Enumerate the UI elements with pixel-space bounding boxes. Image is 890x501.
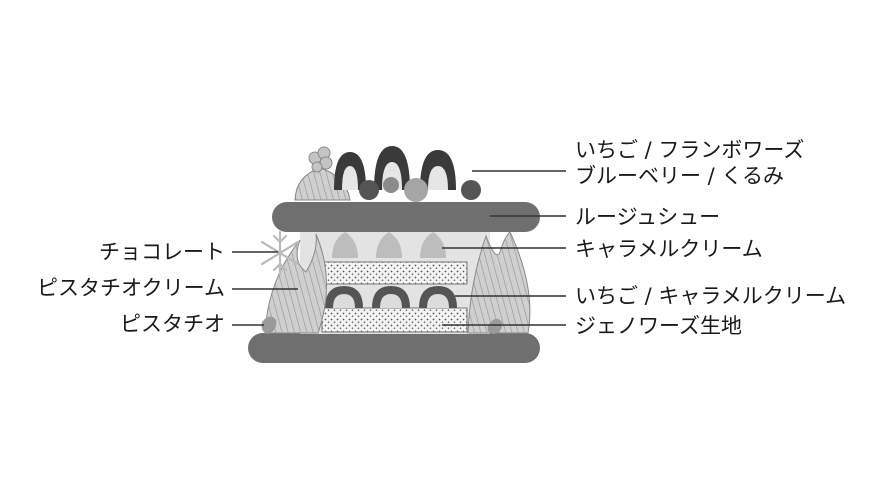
walnut — [404, 178, 428, 202]
caramel-cream-drops — [332, 232, 446, 258]
pistachio-nut-right — [487, 318, 503, 334]
genoise-layer-lower — [321, 307, 468, 333]
label-chocolate: チョコレート — [99, 240, 225, 264]
pistachio-cream-right — [467, 231, 531, 334]
genoise-layer-upper — [321, 261, 468, 285]
blueberries — [359, 180, 481, 200]
pistachio-nut-left — [261, 316, 277, 334]
label-rouge-choux: ルージュシュー — [575, 205, 721, 229]
chocolate-snowflake — [260, 230, 300, 276]
leader-lines — [232, 170, 566, 326]
label-caramel-cream: キャラメルクリーム — [575, 237, 763, 261]
label-blueberry-walnut: ブルーベリー / くるみ — [575, 164, 785, 188]
label-strawberry-caramel-cream: いちご / キャラメルクリーム — [575, 284, 847, 308]
inner-strawberries — [325, 286, 457, 308]
bottom-choux-layer — [248, 333, 540, 363]
strawberry-slice-top — [383, 177, 399, 193]
raspberry-top — [308, 146, 333, 173]
label-genoise: ジェノワーズ生地 — [575, 314, 742, 338]
rouge-choux-layer — [272, 202, 540, 232]
label-pistachio-cream: ピスタチオクリーム — [37, 276, 225, 300]
label-strawberry-raspberry: いちご / フランボワーズ — [575, 138, 805, 162]
label-pistachio: ピスタチオ — [120, 312, 225, 336]
